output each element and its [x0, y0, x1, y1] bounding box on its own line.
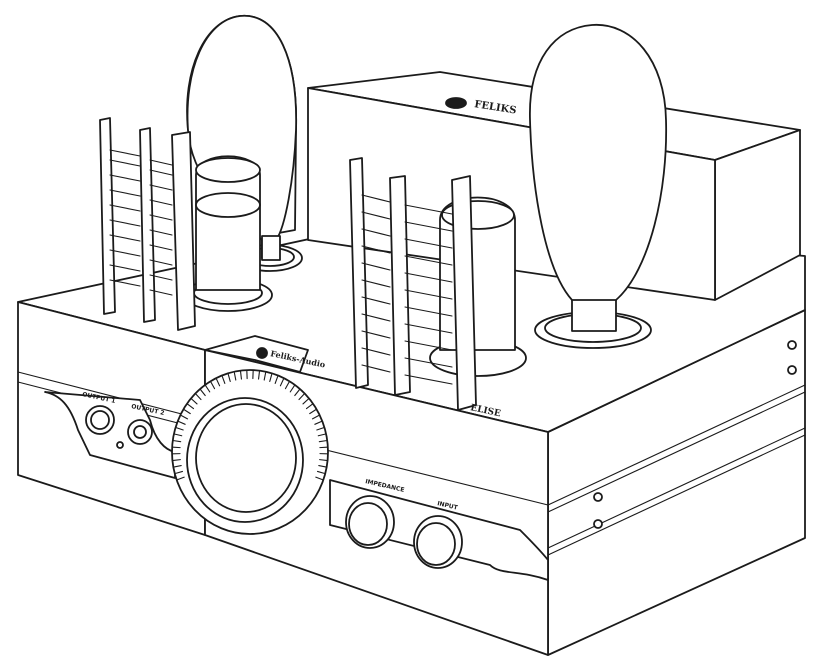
volume-scale-tick [205, 385, 211, 393]
volume-scale-tick [315, 476, 323, 481]
volume-scale-tick [263, 372, 267, 381]
volume-scale-tick [314, 420, 322, 425]
volume-scale-tick [269, 373, 273, 383]
control-panel: IMPEDANCE INPUT [329, 478, 549, 581]
volume-knob[interactable] [171, 369, 329, 535]
volume-scale-tick [311, 414, 320, 420]
volume-scale-tick [210, 381, 216, 390]
volume-scale-tick [233, 372, 237, 381]
volume-scale-tick [191, 398, 198, 405]
volume-scale-tick [309, 409, 317, 415]
volume-scale-tick [298, 393, 305, 401]
volume-scale-tick [175, 470, 184, 474]
volume-scale-tick [195, 393, 202, 401]
tube-right [529, 24, 668, 349]
impedance-knob[interactable] [345, 495, 395, 549]
volume-scale-tick [177, 476, 185, 481]
volume-scale-tick [221, 376, 226, 384]
volume-scale-tick [174, 433, 183, 437]
volume-scale-tick [316, 470, 325, 474]
volume-scale-tick [289, 385, 295, 393]
volume-scale-tick [274, 376, 279, 384]
volume-scale-tick [318, 465, 327, 468]
volume-scale-tick [294, 389, 300, 397]
volume-scale-tick [279, 378, 284, 387]
input-knob[interactable] [413, 515, 463, 569]
volume-scale-tick [319, 459, 328, 461]
volume-scale-tick [173, 440, 182, 443]
volume-scale-tick [173, 465, 182, 468]
volume-scale-tick [200, 389, 206, 397]
volume-scale-tick [240, 371, 242, 380]
volume-scale-tick [258, 371, 260, 380]
tube-small-left [183, 155, 273, 312]
volume-scale-tick [175, 427, 184, 431]
volume-scale-tick [180, 414, 189, 420]
volume-scale-tick [216, 378, 221, 387]
input-label: INPUT [437, 500, 460, 512]
tube-cage-left [99, 117, 196, 331]
volume-scale-tick [172, 459, 181, 461]
tube-cage-right [349, 157, 477, 411]
volume-scale-tick [178, 420, 186, 425]
volume-scale-tick [305, 403, 313, 410]
volume-scale-tick [187, 403, 195, 410]
volume-scale-tick [318, 440, 327, 443]
volume-scale-tick [316, 427, 325, 431]
volume-scale-tick [302, 398, 309, 405]
volume-scale-tick [227, 373, 231, 383]
volume-scale-tick [284, 381, 290, 390]
volume-scale-tick [183, 409, 191, 415]
volume-scale-tick [317, 433, 326, 437]
tube-small-center [429, 196, 527, 377]
